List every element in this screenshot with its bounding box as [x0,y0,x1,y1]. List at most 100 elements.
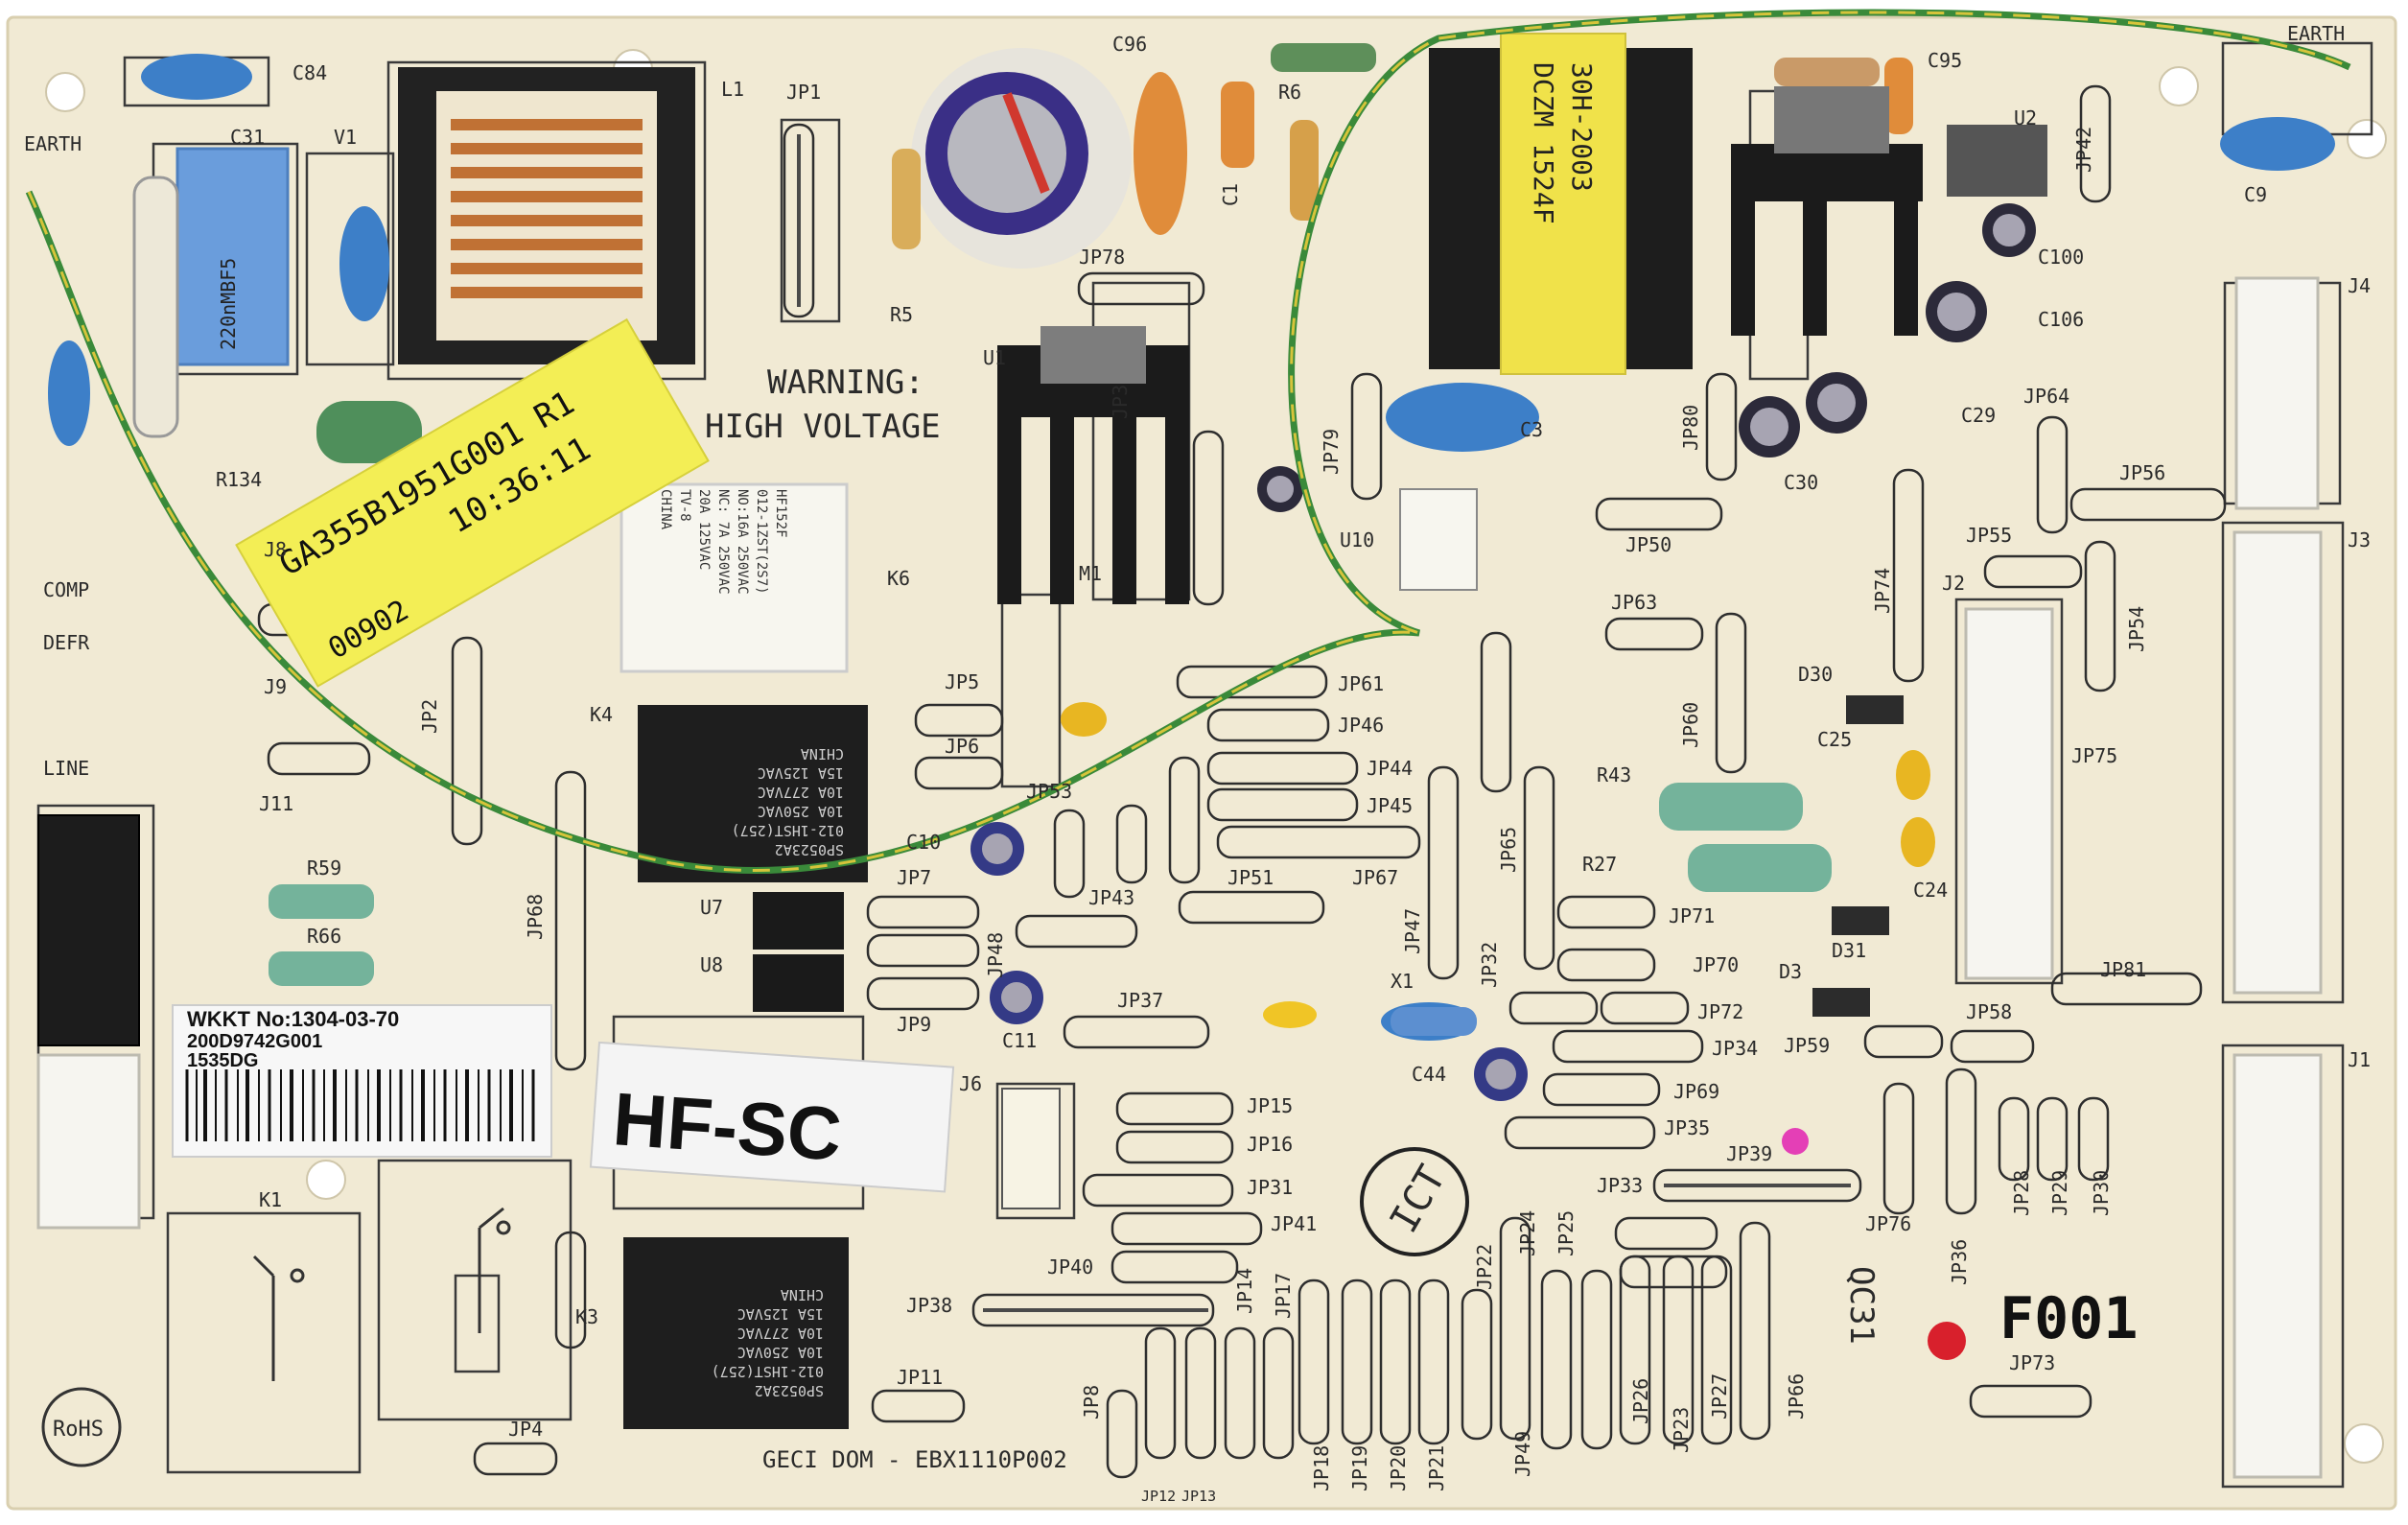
ref-jp33: JP33 [1597,1174,1643,1197]
ref-jp68: JP68 [524,894,547,940]
heatsinks [997,86,2047,604]
board-part-number: GECI DOM - EBX1110P002 [762,1446,1067,1473]
ref-jp3: JP3 [1109,385,1132,419]
wkkt-line2: 200D9742G001 [187,1031,322,1052]
ref-jp23: JP23 [1670,1407,1693,1453]
warning-line2: HIGH VOLTAGE [705,408,941,446]
rohs-mark [41,1387,122,1467]
ref-r134: R134 [216,468,262,491]
ref-jp1: JP1 [786,81,821,104]
ref-c95: C95 [1928,49,1962,72]
ref-jp53: JP53 [1026,780,1072,803]
ref-jp20: JP20 [1387,1445,1410,1491]
ref-j3: J3 [2348,528,2371,551]
ref-jp25: JP25 [1555,1210,1578,1256]
ref-jp13: JP13 [1181,1488,1216,1505]
ref-jp28: JP28 [2010,1170,2033,1216]
k4-text-1: 012-1HST(257) [732,822,844,839]
ref-jp22: JP22 [1473,1244,1496,1290]
electrolytic-caps-small [970,203,2036,1101]
ref-jp76: JP76 [1865,1212,1911,1235]
barcode [185,1069,535,1141]
ref-jp45: JP45 [1367,794,1413,817]
ref-jp71: JP71 [1669,904,1715,927]
ref-jp27: JP27 [1708,1373,1731,1419]
ref-r43: R43 [1597,763,1631,786]
crystal-x1 [1391,1007,1477,1036]
ref-c11: C11 [1002,1029,1037,1052]
earth-wire-stripe [27,11,2350,872]
ref-k4: K4 [590,703,613,726]
ref-u2: U2 [2014,106,2037,129]
k4-text-5: CHINA [801,745,844,762]
ref-jp51: JP51 [1227,866,1274,889]
ref-jp40: JP40 [1047,1255,1093,1279]
connector-j2 [1964,607,2054,980]
ref-d30: D30 [1798,663,1833,686]
ref-jp32: JP32 [1478,942,1501,988]
ref-l1: L1 [721,78,744,101]
ref-defr: DEFR [43,631,90,654]
ref-c100: C100 [2038,246,2084,269]
ref-jp16: JP16 [1247,1133,1293,1156]
ref-jp14: JP14 [1233,1268,1256,1314]
k6-text-1: 012-1ZST(2S7) [754,489,769,595]
ref-j11: J11 [259,792,293,815]
ref-jp54: JP54 [2125,606,2148,652]
ref-jp69: JP69 [1673,1080,1719,1103]
ref-jp67: JP67 [1352,866,1398,889]
diodes [1812,695,1904,1017]
optocoupler-u10 [1399,488,1478,591]
hf-sc-text: HF-SC [610,1076,844,1176]
ref-jp21: JP21 [1425,1445,1448,1491]
ref-jp12: JP12 [1141,1488,1176,1505]
ref-j8: J8 [264,538,287,561]
k3-text-5: CHINA [781,1286,824,1303]
ref-j1: J1 [2348,1048,2371,1071]
connector-j4 [2234,276,2320,510]
ref-jp74: JP74 [1871,568,1894,614]
k6-text-0: HF152F [773,489,788,538]
k3-text-0: SP0523A2 [755,1382,824,1399]
ref-jp34: JP34 [1712,1037,1758,1060]
ref-jp80: JP80 [1679,405,1702,451]
ref-c84: C84 [292,61,327,84]
ref-jp73: JP73 [2009,1351,2055,1374]
ref-jp72: JP72 [1697,1000,1743,1023]
ref-jp24: JP24 [1516,1210,1539,1256]
ref-jp42: JP42 [2072,127,2095,173]
ref-jp49: JP49 [1511,1431,1534,1477]
ref-r5: R5 [890,303,913,326]
connector-white-small [36,1053,141,1230]
yellow-sticker [235,317,710,688]
ref-jp56: JP56 [2119,461,2165,484]
ref-earth-r: EARTH [2287,22,2345,45]
hf-label [589,1041,955,1193]
mounting-holes [45,49,2387,1464]
ref-j2: J2 [1942,572,1965,595]
ref-jp46: JP46 [1338,714,1384,737]
ref-v1: V1 [334,126,357,149]
ref-c3: C3 [1520,418,1543,441]
ref-c1: C1 [1219,183,1242,206]
ref-x1: X1 [1391,970,1414,993]
ref-d3: D3 [1779,960,1802,983]
ref-k1: K1 [259,1188,282,1211]
ref-u7: U7 [700,896,723,919]
connector-j6 [1001,1088,1061,1209]
ref-jp55: JP55 [1966,524,2012,547]
ref-j9: J9 [264,675,287,698]
connector-black [37,814,140,1046]
ref-m1: M1 [1079,562,1102,585]
ic-u7-u8 [753,892,844,1012]
ref-u10: U10 [1340,528,1374,551]
ref-jp66: JP66 [1785,1373,1808,1419]
wkkt-line1: WKKT No:1304-03-70 [187,1007,399,1031]
ref-jp36: JP36 [1948,1239,1971,1285]
ref-r66: R66 [307,925,341,948]
ref-k6: K6 [887,567,910,590]
ref-jp35: JP35 [1664,1116,1710,1139]
cap-c31-text: 220nMBF5 [217,258,240,350]
ref-jp4: JP4 [508,1418,543,1441]
